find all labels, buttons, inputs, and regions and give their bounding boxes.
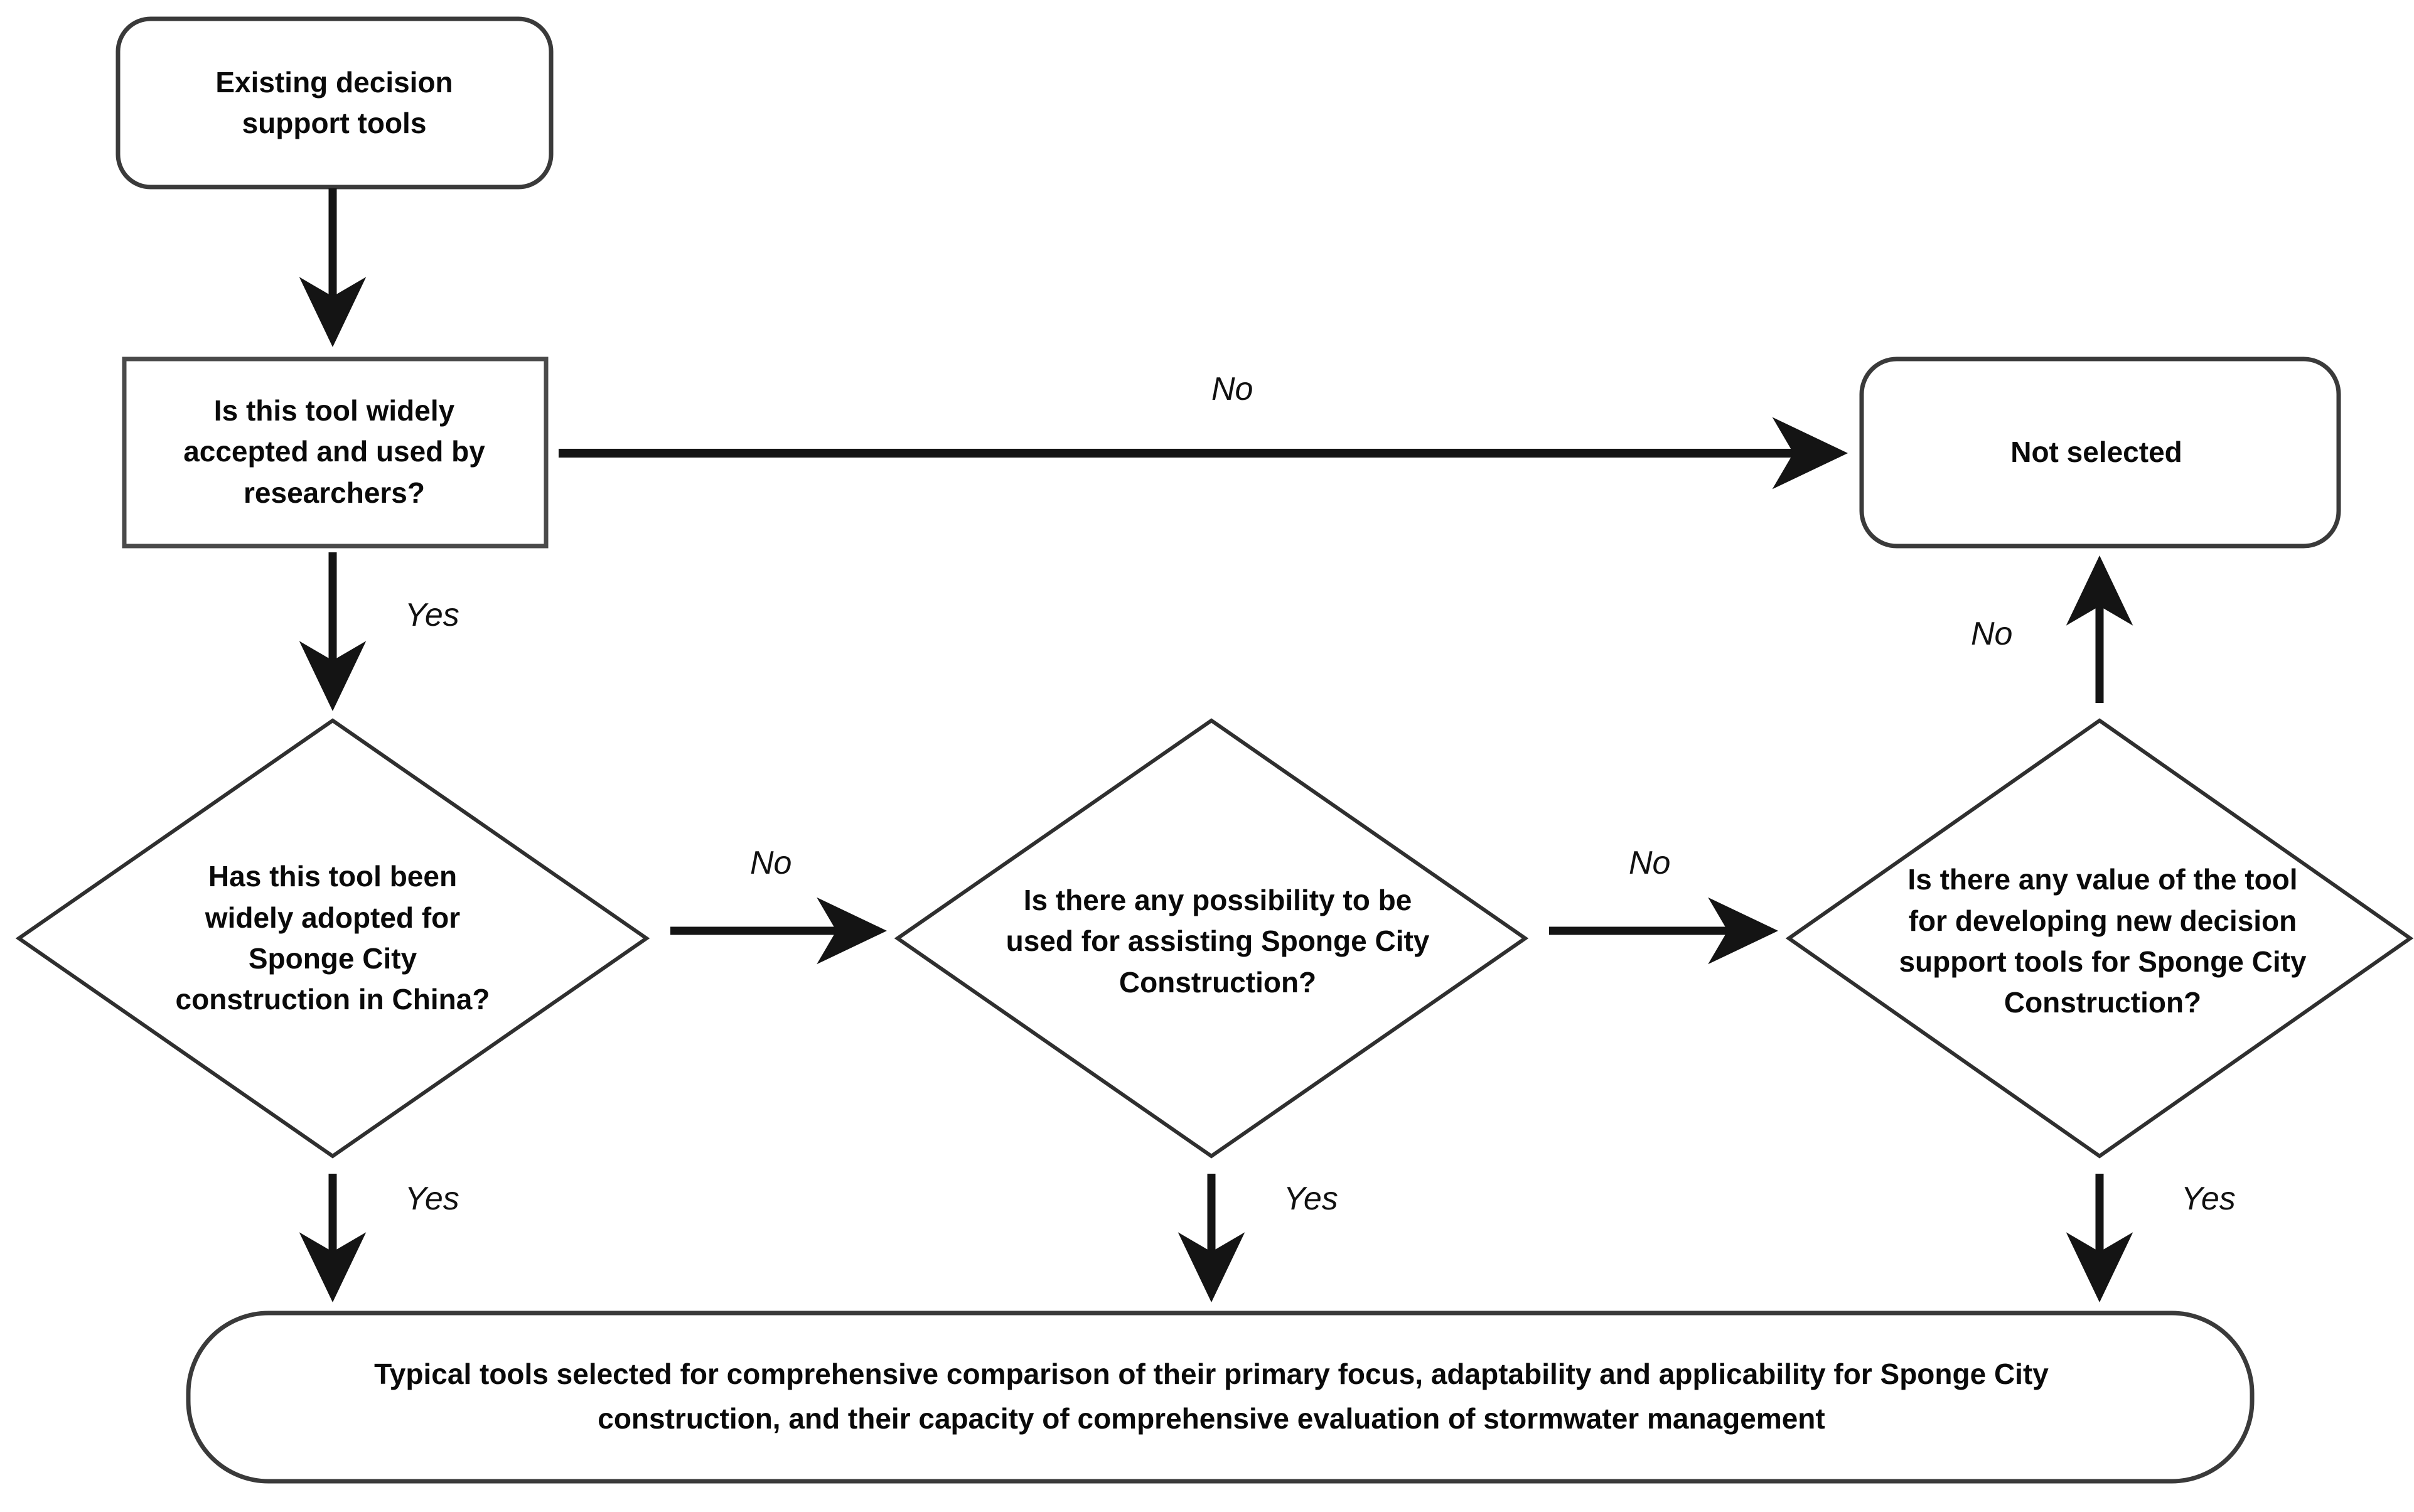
node-d1-shape xyxy=(15,718,650,1159)
node-d2-shape xyxy=(894,718,1529,1159)
node-d3-shape xyxy=(1785,718,2414,1159)
node-not-selected-shape xyxy=(1859,357,2341,549)
node-q1-shape xyxy=(122,357,549,549)
node-start-shape xyxy=(115,16,554,190)
node-final-shape xyxy=(186,1311,2255,1484)
